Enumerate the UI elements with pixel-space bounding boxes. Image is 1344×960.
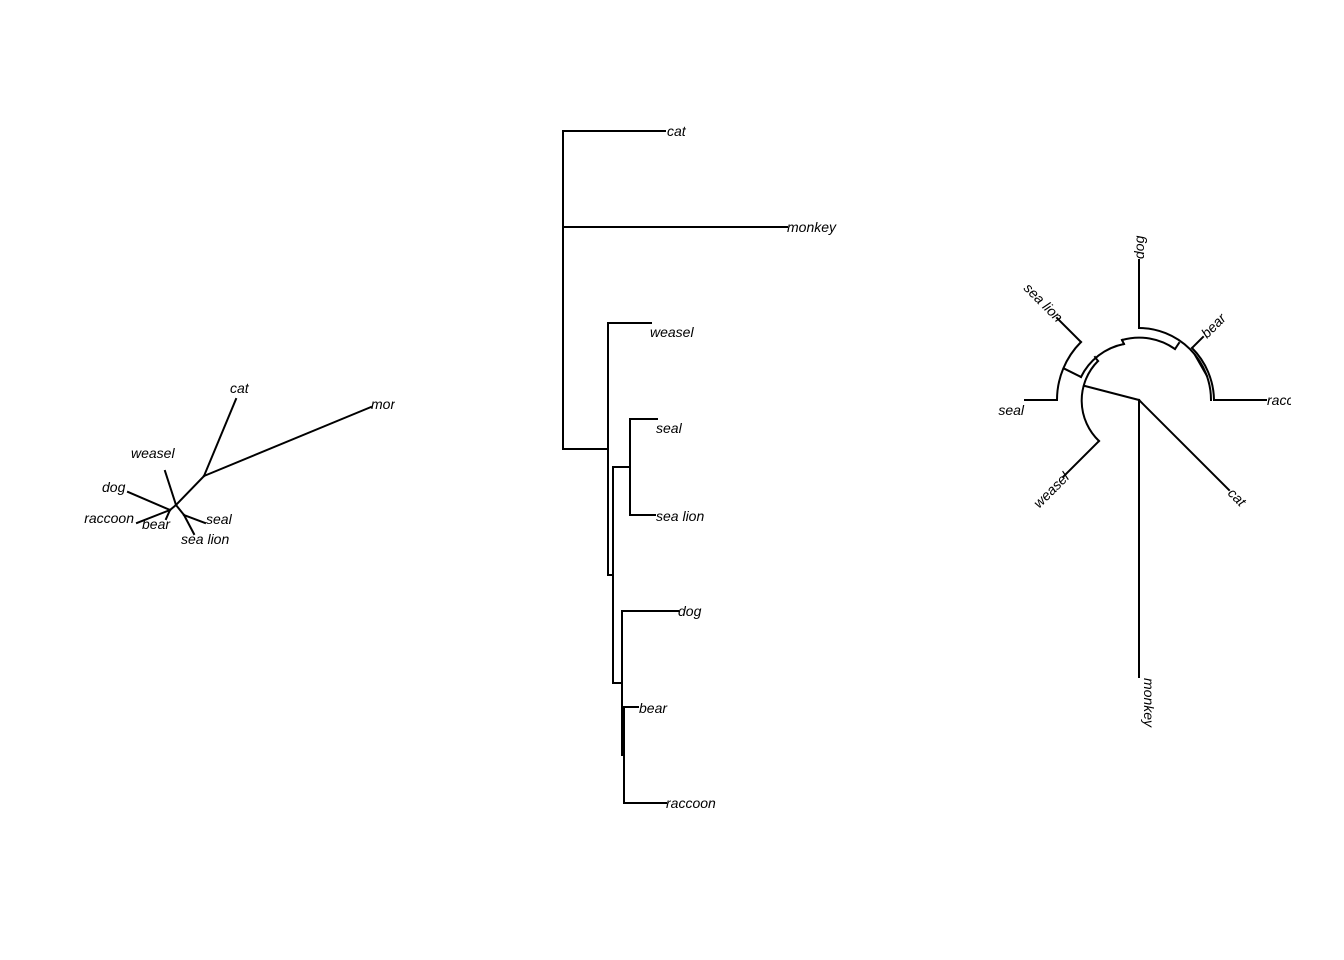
circular-branches xyxy=(1024,259,1267,678)
unrooted-branch-sea-lion xyxy=(182,513,196,536)
circ-arc-internal-c xyxy=(1137,326,1213,402)
unrooted-branch-raccoon xyxy=(135,508,172,525)
unrooted-tree-panel: cat monkey weasel dog raccoon bear seal … xyxy=(84,380,421,547)
circ-arc-internal-b xyxy=(1120,336,1177,351)
rect-tip-bear: bear xyxy=(639,700,668,716)
circ-branch-pinnipeds xyxy=(1063,367,1083,379)
rect-tip-weasel: weasel xyxy=(650,324,694,340)
circ-arc-pinnipeds xyxy=(1055,340,1083,402)
unrooted-branch-internal-2 xyxy=(168,503,178,512)
unrooted-tip-cat: cat xyxy=(230,380,250,396)
unrooted-tip-sea-lion: sea lion xyxy=(181,531,229,547)
unrooted-branch-cat xyxy=(202,397,238,478)
rect-tip-seal: seal xyxy=(656,420,683,436)
unrooted-branch-internal xyxy=(174,474,206,507)
circ-branch-weasel xyxy=(1061,439,1101,479)
unrooted-tip-raccoon: raccoon xyxy=(84,510,134,526)
rect-tip-sea-lion: sea lion xyxy=(656,508,704,524)
rect-tip-cat: cat xyxy=(667,123,687,139)
rect-tip-monkey: monkey xyxy=(787,219,837,235)
unrooted-branch-monkey xyxy=(202,405,373,478)
unrooted-tip-monkey: monkey xyxy=(371,396,421,412)
unrooted-tip-dog: dog xyxy=(102,479,126,495)
rectangular-branches xyxy=(562,130,788,804)
circ-tip-raccoon: raccoon xyxy=(1267,392,1317,408)
rectangular-tree-panel: cat monkey weasel seal sea lion dog bear… xyxy=(562,123,837,811)
circ-branch-bear xyxy=(1190,335,1205,350)
unrooted-branch-bear xyxy=(164,508,172,521)
circ-branch-internal-c xyxy=(1173,341,1181,351)
unrooted-tip-labels: cat monkey weasel dog raccoon bear seal … xyxy=(84,380,421,547)
unrooted-branch-dog xyxy=(126,490,172,512)
circ-arc-carnivora xyxy=(1080,359,1101,443)
circ-branch-cat xyxy=(1137,398,1231,492)
circular-tip-labels: dog bear raccoon cat monkey weasel seal … xyxy=(998,235,1317,728)
circ-arc-internal-d xyxy=(1190,346,1216,402)
circ-branch-internal-d xyxy=(1193,353,1209,378)
rect-tip-raccoon: raccoon xyxy=(666,795,716,811)
circ-arc-internal-a xyxy=(1079,342,1126,379)
unrooted-tip-weasel: weasel xyxy=(131,445,175,461)
rectangular-tip-labels: cat monkey weasel seal sea lion dog bear… xyxy=(639,123,837,811)
circ-tip-seal: seal xyxy=(998,402,1025,418)
circular-tree-panel: dog bear raccoon cat monkey weasel seal … xyxy=(998,235,1317,728)
circ-branch-sea-lion xyxy=(1055,316,1083,344)
unrooted-branch-seal xyxy=(182,513,207,525)
unrooted-tip-seal: seal xyxy=(206,511,233,527)
rect-tip-dog: dog xyxy=(678,603,702,619)
circ-tip-dog: dog xyxy=(1131,235,1147,259)
circ-tip-sea-lion: sea lion xyxy=(1021,280,1067,326)
circ-tip-weasel: weasel xyxy=(1030,468,1073,511)
unrooted-branches xyxy=(126,397,373,536)
unrooted-tip-bear: bear xyxy=(142,516,171,532)
unrooted-branch-internal-3 xyxy=(174,503,186,517)
circ-branch-carnivora xyxy=(1083,384,1141,402)
circ-tip-monkey: monkey xyxy=(1141,678,1157,728)
unrooted-branch-weasel xyxy=(163,469,178,507)
